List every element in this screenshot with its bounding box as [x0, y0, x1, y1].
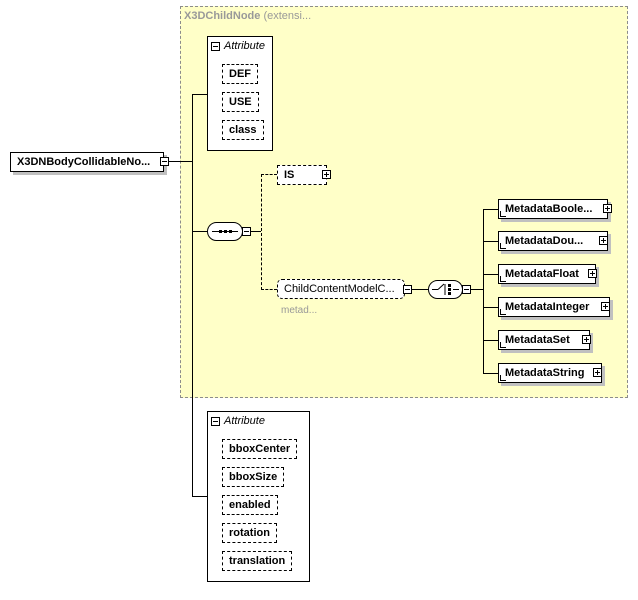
attribute-translation[interactable]: translation: [222, 551, 293, 571]
collapse-icon[interactable]: [211, 416, 220, 426]
metadata-integer-element[interactable]: MetadataInteger: [498, 297, 610, 317]
metadata-set-element[interactable]: MetadataSet: [498, 330, 590, 350]
expand-icon[interactable]: [582, 335, 591, 344]
child-content-model-subtext: metad...: [281, 305, 318, 316]
attribute-rotation[interactable]: rotation: [222, 523, 277, 543]
is-element[interactable]: IS: [277, 165, 327, 185]
expand-icon[interactable]: [322, 170, 331, 179]
attribute-bbox-size[interactable]: bboxSize: [222, 467, 285, 487]
extension-title: X3DChildNode (extensi...: [184, 10, 312, 22]
expand-icon[interactable]: [588, 269, 597, 278]
root-collapse-toggle[interactable]: [160, 157, 169, 166]
sequence-compositor[interactable]: [207, 222, 243, 241]
expand-icon[interactable]: [603, 204, 612, 213]
collapse-icon[interactable]: [211, 41, 220, 51]
attribute-group-bottom-header[interactable]: Attribute: [211, 415, 265, 427]
attribute-def[interactable]: DEF: [222, 64, 258, 84]
choice-compositor[interactable]: [428, 280, 463, 299]
metadata-float-element[interactable]: MetadataFloat: [498, 264, 596, 284]
choice-collapse-toggle[interactable]: [462, 285, 471, 294]
attribute-group-top-header[interactable]: Attribute: [211, 40, 265, 52]
root-element[interactable]: X3DNBodyCollidableNo...: [10, 152, 164, 172]
attribute-class[interactable]: class: [222, 120, 264, 140]
metadata-boolean-element[interactable]: MetadataBoole...: [498, 199, 608, 219]
metadata-string-element[interactable]: MetadataString: [498, 363, 602, 383]
attribute-enabled[interactable]: enabled: [222, 495, 278, 515]
attribute-use[interactable]: USE: [222, 92, 259, 112]
expand-icon[interactable]: [593, 368, 602, 377]
expand-icon[interactable]: [599, 236, 608, 245]
child-content-model-group[interactable]: ChildContentModelC...: [277, 279, 405, 299]
attribute-bbox-center[interactable]: bboxCenter: [222, 439, 298, 459]
metadata-double-element[interactable]: MetadataDou...: [498, 231, 608, 251]
child-content-collapse-toggle[interactable]: [403, 285, 412, 294]
sequence-collapse-toggle[interactable]: [242, 227, 251, 236]
expand-icon[interactable]: [601, 302, 610, 311]
